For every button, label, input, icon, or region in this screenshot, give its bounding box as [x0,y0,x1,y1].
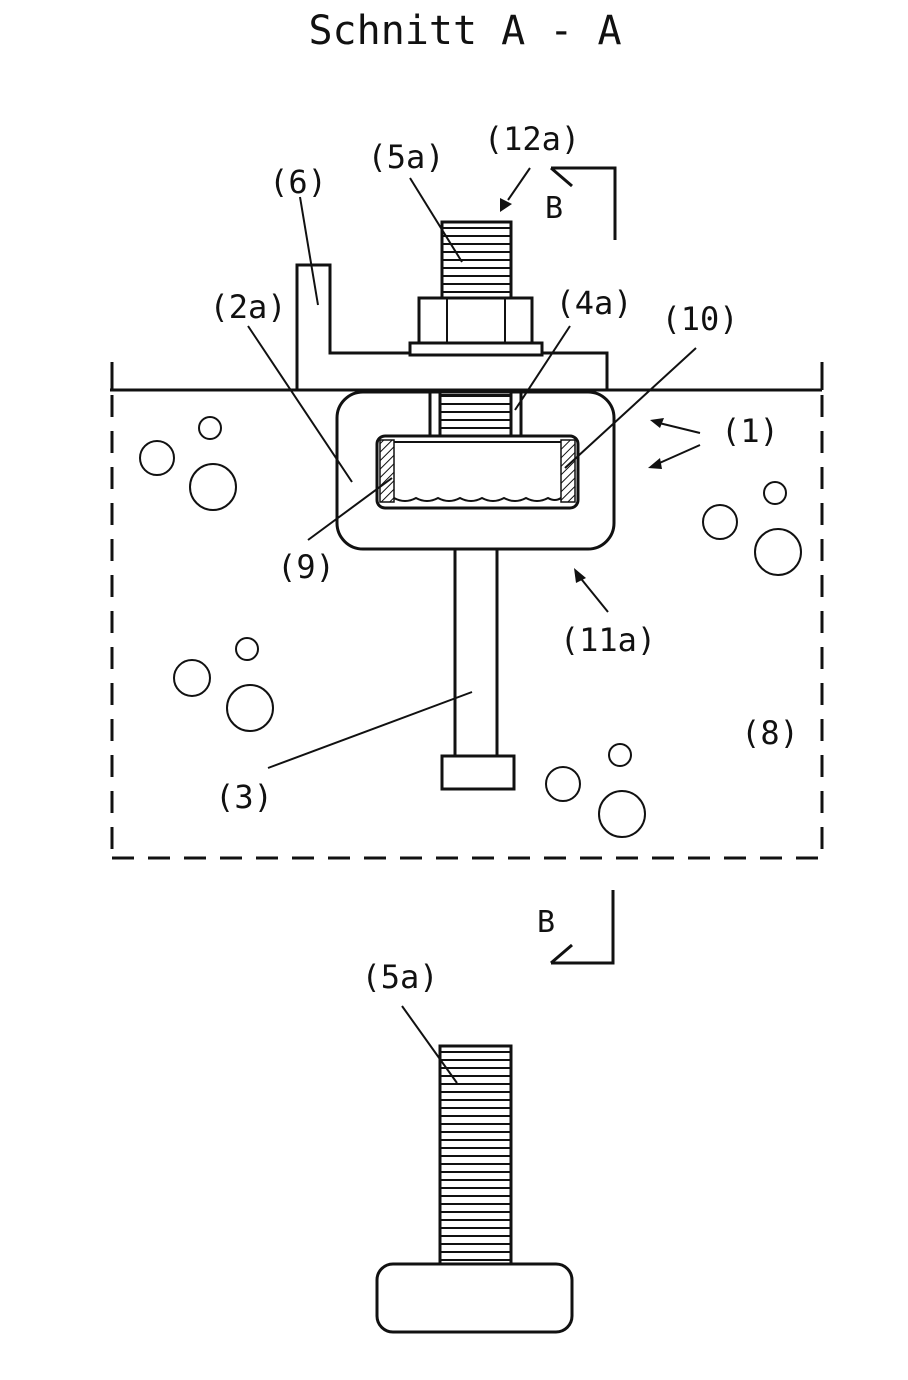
label-1: (1) [721,412,779,450]
attachment-part [295,263,609,392]
washer-stem-right [509,390,523,439]
label-9: (9) [277,548,335,586]
label-8: (8) [741,714,799,752]
label-5a-top: (5a) [367,138,444,176]
bolt-threaded-separate [438,1044,513,1266]
label-2a: (2a) [209,288,286,326]
bolt-shank-lower [439,394,512,438]
bolt-head-separate [375,1262,574,1334]
label-5a-bottom: (5a) [361,958,438,996]
label-11a: (11a) [560,621,656,659]
label-3: (3) [215,778,273,816]
anchor-rod [440,546,516,791]
label-4a: (4a) [555,284,632,322]
label-12a: (12a) [484,120,580,158]
hammer-head [375,434,580,510]
hex-nut [417,296,534,345]
washer [408,341,544,357]
label-6: (6) [269,163,327,201]
section-letter-top: B [545,191,563,226]
concrete-block [110,395,824,860]
section-mark-top: B [545,166,617,240]
section-mark-bottom: B [537,890,615,965]
bolt-threaded-top [440,220,513,300]
washer-stem-left [428,390,442,439]
aggregate-circles [139,416,802,838]
label-10: (10) [661,300,738,338]
section-letter-bottom: B [537,905,555,940]
drawing-title: Schnitt A - A [308,8,621,54]
leader-lines [247,167,701,1084]
